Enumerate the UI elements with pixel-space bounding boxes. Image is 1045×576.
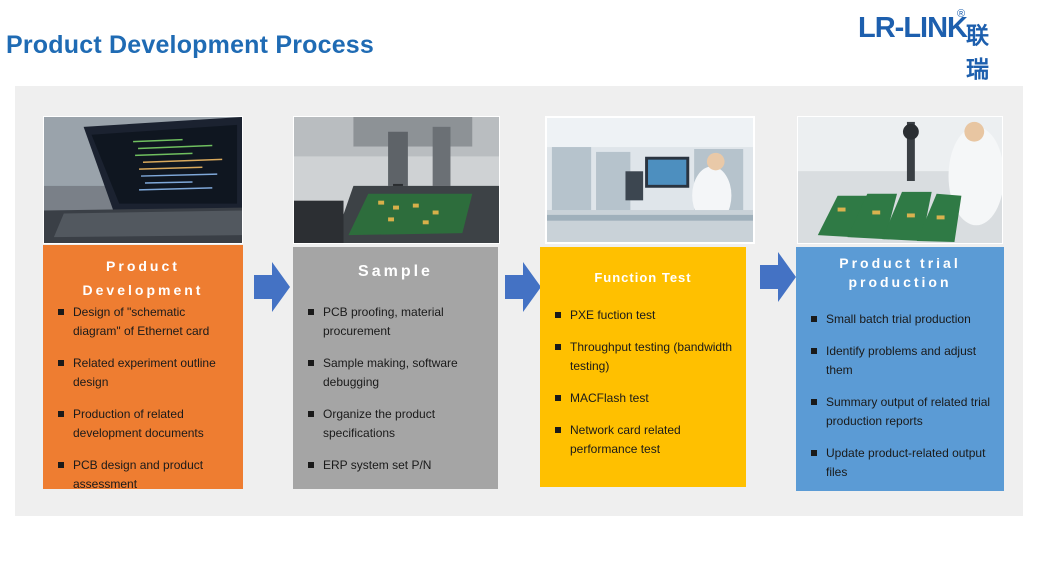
stage-item: Summary output of related trial producti…	[796, 393, 1004, 431]
stage-item: Network card related performance test	[540, 421, 746, 459]
stage-items: Design of "schematic diagram" of Etherne…	[43, 303, 243, 507]
stage-item: ERP system set P/N	[293, 456, 498, 475]
page-title: Product Development Process	[6, 31, 375, 59]
stage-items: Small batch trial production Identify pr…	[796, 310, 1004, 495]
brand-logo: LR-LINK ® 联瑞	[858, 8, 1008, 83]
stage-card-trial-production: Product trial production Small batch tri…	[796, 247, 1004, 491]
stage-title-line1: Product	[106, 258, 180, 274]
stage-item: PXE fuction test	[540, 306, 746, 325]
stage-items: PCB proofing, material procurement Sampl…	[293, 303, 498, 488]
stage-item: Throughput testing (bandwidth testing)	[540, 338, 746, 376]
stage-item: Sample making, software debugging	[293, 354, 498, 392]
logo-chinese-text: 联瑞	[966, 23, 989, 83]
stage-item: PCB proofing, material procurement	[293, 303, 498, 341]
production-worker-photo	[797, 116, 1003, 244]
stage-title: Function Test	[594, 270, 692, 285]
right-arrow-icon	[760, 252, 796, 302]
stage-title-line2: Development	[82, 282, 204, 298]
laptop-code-photo	[43, 116, 243, 244]
right-arrow-icon	[505, 262, 541, 312]
stage-item: Small batch trial production	[796, 310, 1004, 329]
stage-title: Sample	[358, 263, 433, 280]
stage-item: Organize the product specifications	[293, 405, 498, 443]
stage-title-line1: Product trial	[839, 255, 961, 271]
stage-title-line2: production	[848, 274, 952, 290]
stage-item: MACFlash test	[540, 389, 746, 408]
stage-item: Update product-related output files	[796, 444, 1004, 482]
stage-card-function-test: Function Test PXE fuction test Throughpu…	[540, 247, 746, 487]
stage-card-product-development: Product Development Design of "schematic…	[43, 245, 243, 491]
stage-item: Related experiment outline design	[43, 354, 243, 392]
right-arrow-icon	[254, 262, 290, 312]
stage-card-sample: Sample PCB proofing, material procuremen…	[293, 247, 498, 489]
stage-item: Design of "schematic diagram" of Etherne…	[43, 303, 243, 341]
pcb-machine-photo	[293, 116, 500, 244]
logo-text: LR-LINK	[858, 12, 968, 44]
test-lab-photo	[545, 116, 755, 244]
stage-item: Identify problems and adjust them	[796, 342, 1004, 380]
stage-item: PCB design and product assessment	[43, 456, 243, 494]
logo-registered-mark: ®	[957, 8, 966, 20]
stage-item: Production of related development docume…	[43, 405, 243, 443]
stage-items: PXE fuction test Throughput testing (ban…	[540, 306, 746, 472]
